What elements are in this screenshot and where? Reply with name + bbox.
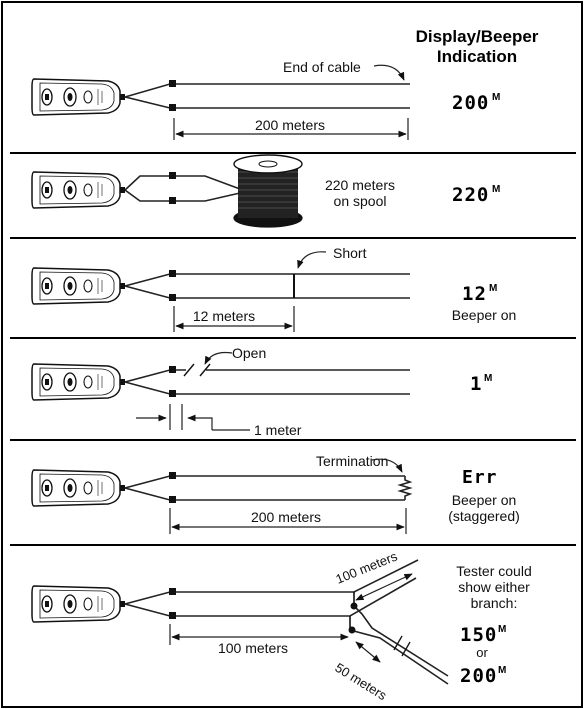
beeper-note-1: Beeper on [452, 492, 517, 508]
display-readout-200: 200 [460, 665, 497, 687]
header-line-2: Indication [437, 47, 517, 66]
distance-label-200m: 200 meters [251, 509, 321, 525]
unit-m: M [489, 283, 497, 294]
panel-short: Short 12 meters 12 M Beeper on [31, 245, 517, 332]
beeper-note: Beeper on [452, 307, 517, 323]
termination-label: Termination [316, 453, 388, 469]
unit-m: M [498, 665, 506, 676]
tester-icon [31, 585, 126, 623]
panel-spool: 220 meters on spool 220 M [31, 154, 500, 228]
display-readout-220: 220 [452, 184, 489, 206]
panel-open: Open 1 meter 1 M [31, 345, 492, 438]
header-line-1: Display/Beeper [416, 27, 539, 46]
distance-label-12m: 12 meters [193, 308, 255, 324]
panel-branch: 100 meters 100 meters 50 meters Tester c… [31, 548, 532, 704]
short-label: Short [333, 245, 367, 261]
panel-termination: Termination 200 meters Err Beeper on (st… [31, 453, 520, 534]
spool-label-line-2: on spool [334, 193, 387, 209]
tester-icon [31, 363, 126, 401]
branch-label-upper: 100 meters [334, 548, 400, 586]
branch-label-50m: 50 meters [332, 660, 389, 704]
distance-label-200m: 200 meters [255, 117, 325, 133]
end-of-cable-label: End of cable [283, 59, 361, 75]
panel-open-end: End of cable 200 meters 200 M [31, 59, 500, 140]
unit-m: M [498, 624, 506, 635]
branch-label-lower: 100 meters [218, 640, 288, 656]
branch-note-2: show either [458, 579, 530, 595]
display-readout-err: Err [462, 467, 498, 488]
open-label: Open [232, 345, 266, 361]
unit-m: M [492, 92, 500, 103]
tester-icon [31, 469, 126, 507]
tester-icon [31, 267, 126, 305]
unit-m: M [484, 373, 492, 384]
spool-label-line-1: 220 meters [325, 177, 395, 193]
tester-icon [31, 78, 126, 116]
display-readout-12: 12 [462, 283, 487, 305]
beeper-note-2: (staggered) [448, 508, 520, 524]
or-label: or [476, 645, 488, 660]
tester-icon [31, 171, 126, 209]
terminator-resistor [397, 476, 413, 500]
unit-m: M [492, 184, 500, 195]
display-readout-200: 200 [452, 92, 489, 114]
branch-note-1: Tester could [456, 563, 531, 579]
distance-label-1m: 1 meter [254, 422, 302, 438]
branch-note-3: branch: [471, 595, 518, 611]
cable-spool-icon [233, 154, 303, 228]
display-readout-150: 150 [460, 624, 497, 646]
display-readout-1: 1 [470, 373, 482, 395]
